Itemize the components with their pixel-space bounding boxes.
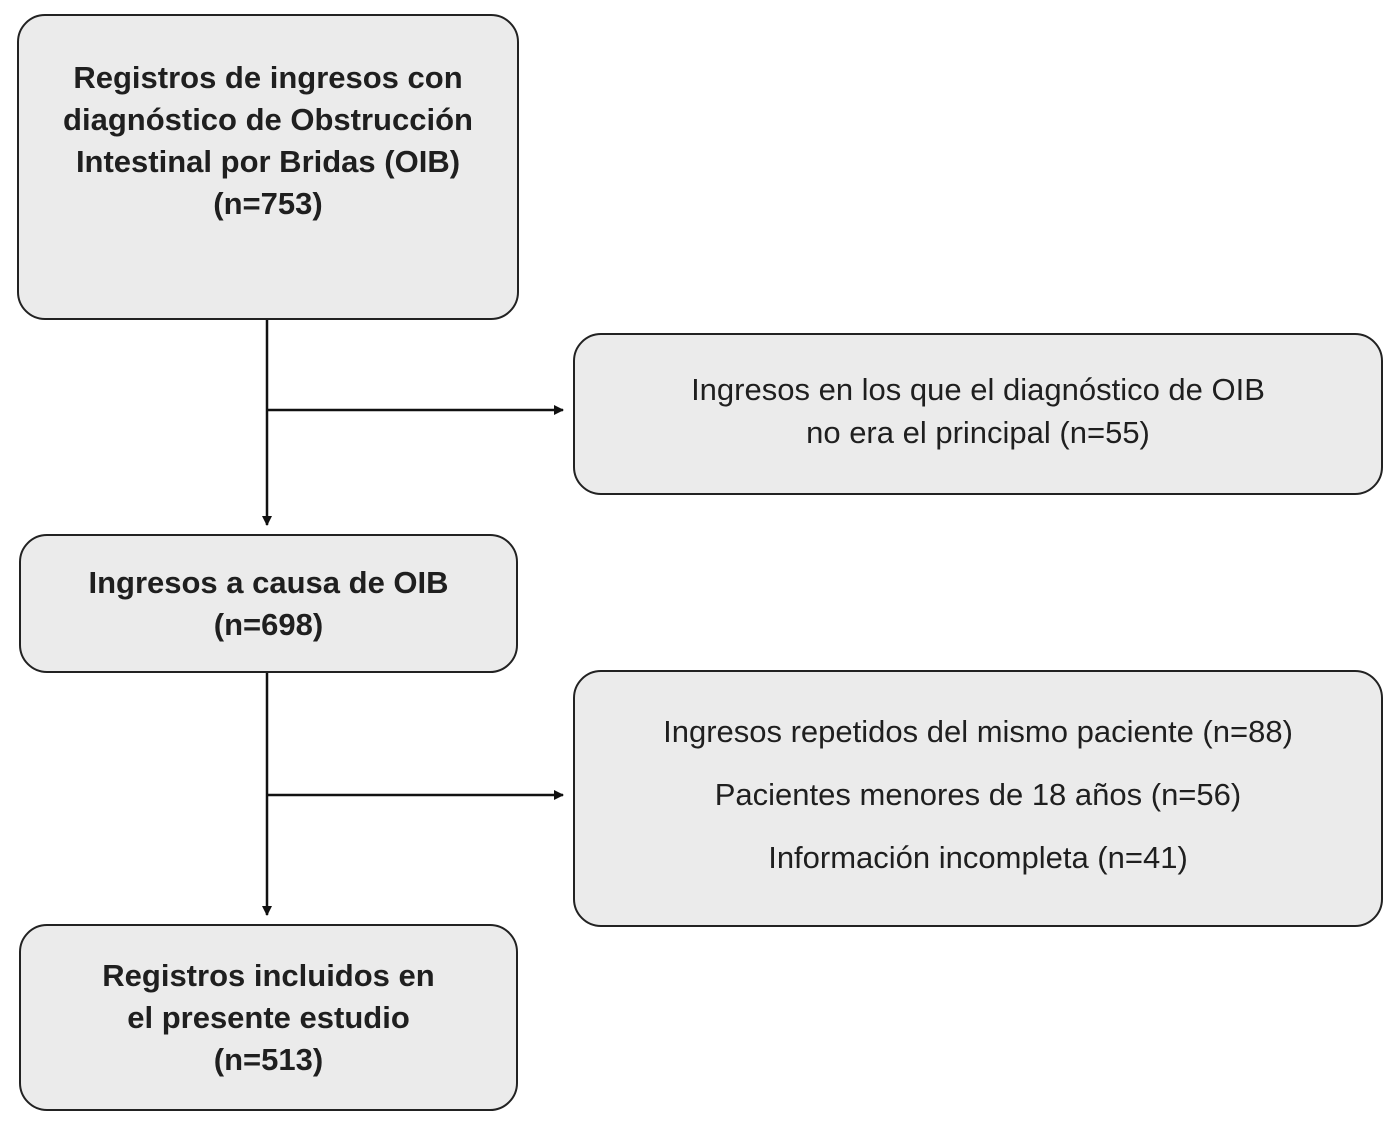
box-exclusion-not-principal-line-2: no era el principal (n=55) bbox=[806, 415, 1150, 450]
box-exclusion-criteria-repeated: Ingresos repetidos del mismo paciente (n… bbox=[663, 714, 1293, 749]
box-exclusion-criteria-incomplete: Información incompleta (n=41) bbox=[768, 840, 1188, 875]
box-exclusion-not-principal-line-1: Ingresos en los que el diagnóstico de OI… bbox=[691, 372, 1265, 407]
box-admissions-oib-count: (n=698) bbox=[213, 606, 324, 642]
box-included-records-line-2: el presente estudio bbox=[127, 999, 410, 1035]
box-included-records-count: (n=513) bbox=[213, 1041, 324, 1077]
box-initial-records-count: (n=753) bbox=[213, 186, 323, 221]
box-initial-records-line-3: Intestinal por Bridas (OIB) bbox=[75, 144, 461, 179]
box-initial-records-line-1: Registros de ingresos con bbox=[73, 60, 463, 95]
box-initial-records: Registros de ingresos con diagnóstico de… bbox=[17, 14, 519, 320]
box-admissions-oib: Ingresos a causa de OIB (n=698) bbox=[19, 534, 518, 673]
box-initial-records-line-2: diagnóstico de Obstrucción bbox=[63, 102, 473, 137]
box-admissions-oib-line-1: Ingresos a causa de OIB bbox=[88, 564, 449, 600]
box-exclusion-criteria-minors: Pacientes menores de 18 años (n=56) bbox=[714, 777, 1242, 812]
box-included-records: Registros incluidos en el presente estud… bbox=[19, 924, 518, 1111]
box-included-records-line-1: Registros incluidos en bbox=[102, 957, 435, 993]
box-exclusion-criteria: Ingresos repetidos del mismo paciente (n… bbox=[573, 670, 1383, 927]
box-exclusion-not-principal: Ingresos en los que el diagnóstico de OI… bbox=[573, 333, 1383, 495]
